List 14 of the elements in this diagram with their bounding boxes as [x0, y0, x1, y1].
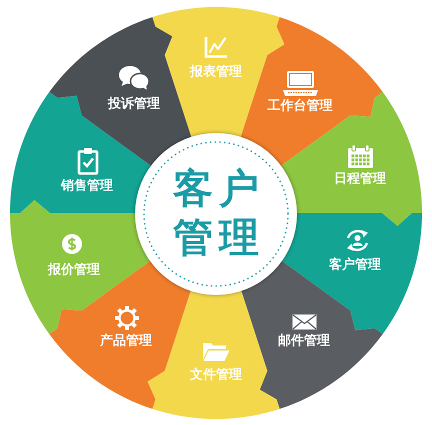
segment-label: 产品管理: [100, 334, 152, 350]
segment-label: 销售管理: [61, 180, 113, 194]
center-title: 客户管理: [172, 165, 266, 263]
segment-label: 工作台管理: [268, 100, 332, 114]
wheel-segment: [279, 91, 422, 226]
segment-label: 报表管理: [190, 66, 242, 80]
segment-label: 文件管理: [190, 368, 242, 384]
segment-label: 报价管理: [48, 264, 100, 278]
segment-label: 投诉管理: [108, 98, 160, 112]
segment-label: 邮件管理: [278, 334, 330, 350]
segment-label: 日程管理: [334, 172, 386, 188]
wheel-segment: [49, 258, 192, 409]
segment-label: 客户管理: [329, 258, 381, 274]
wheel-segment: [240, 258, 383, 409]
